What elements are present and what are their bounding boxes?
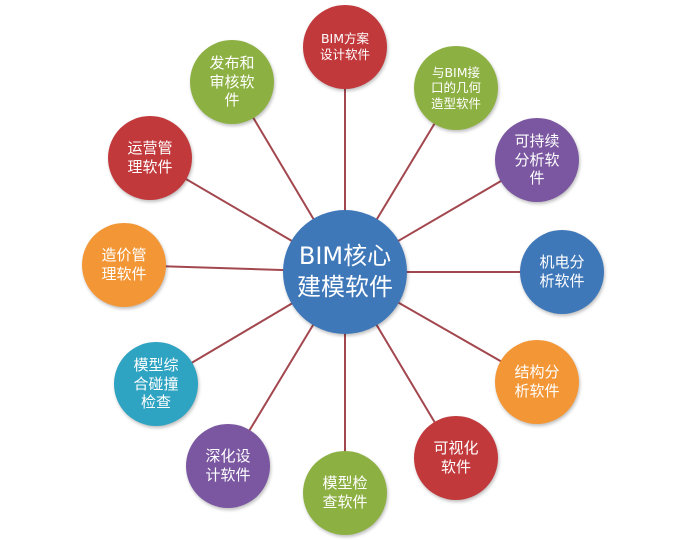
software-node: 结构分析软件	[495, 340, 579, 424]
software-node: 造价管理软件	[82, 223, 166, 307]
software-node: 发布和审核软件	[190, 40, 274, 124]
software-node: 可持续分析软件	[495, 118, 579, 202]
software-node-label: 机电分析软件	[539, 253, 585, 290]
software-node-label: 与BIM接口的几何造型软件	[430, 64, 481, 111]
software-node: 可视化软件	[414, 416, 498, 500]
software-node: BIM方案设计软件	[303, 5, 387, 89]
software-node: 模型综合碰撞检查	[114, 342, 198, 426]
software-node-label: 模型综合碰撞检查	[133, 355, 179, 412]
software-node: 机电分析软件	[520, 230, 604, 314]
software-node: 与BIM接口的几何造型软件	[414, 46, 498, 130]
software-node-label: 发布和审核软件	[209, 53, 255, 110]
software-node-label: 可视化软件	[433, 439, 479, 476]
center-node: BIM核心建模软件	[283, 210, 407, 334]
software-node-label: 深化设计软件	[205, 447, 251, 484]
software-node: 运营管理软件	[108, 116, 192, 200]
software-node: 深化设计软件	[186, 424, 270, 508]
software-node-label: 运营管理软件	[127, 139, 173, 176]
software-node-label: 可持续分析软件	[514, 131, 560, 188]
software-node-label: 结构分析软件	[514, 363, 560, 400]
software-node-label: 造价管理软件	[101, 246, 147, 283]
software-node: 模型检查软件	[303, 451, 387, 535]
software-node-label: BIM方案设计软件	[319, 31, 370, 62]
center-node-label: BIM核心建模软件	[297, 241, 393, 301]
software-node-label: 模型检查软件	[322, 474, 368, 511]
